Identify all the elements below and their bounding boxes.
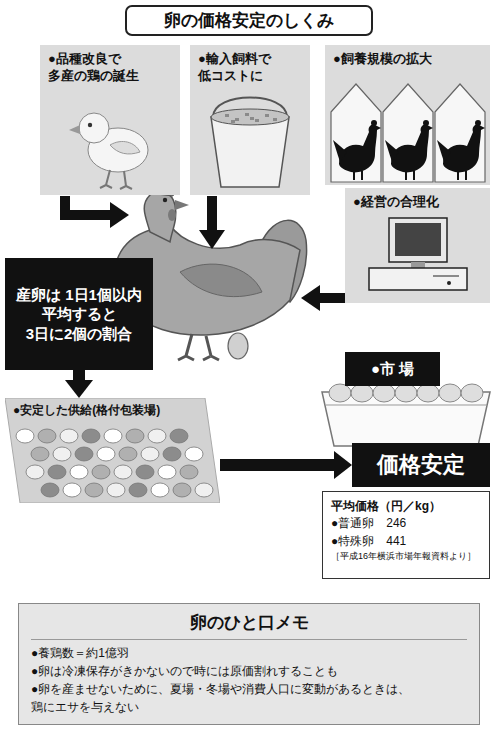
egg-carton <box>322 384 490 446</box>
feature-panel: ●品種改良で 多産の鶏の誕生 <box>40 45 180 195</box>
node-text: ［平成16年横浜市場年報資料より］ <box>331 550 481 563</box>
feature-panel: ●飼養規模の拡大 <box>325 45 490 185</box>
node-text: ●品種改良で 多産の鶏の誕生 <box>48 51 172 85</box>
arrow-head <box>65 380 93 398</box>
feature-panel: ●経営の合理化 <box>345 188 490 303</box>
node-text: ●卵は冷凍保存がきかないので時には原価割れすることも <box>31 662 467 680</box>
node-text: ●卵を産ませないために、夏場・冬場や消費人口に変動があるときは、 鶏にエサを与え… <box>31 680 467 716</box>
market-tab: ●市 場 <box>345 352 440 386</box>
arrow-shaft <box>220 459 336 471</box>
node-text: ●養鶏数＝約1億羽 <box>31 644 467 662</box>
node-text: ●安定した供給(格付包装場) <box>13 403 202 419</box>
diagram-title: 卵の価格安定のしくみ <box>125 5 373 36</box>
text-block: ●飼養規模の拡大 <box>333 51 482 68</box>
price-stable-box: 価格安定 <box>352 443 490 487</box>
arrow-head <box>334 451 352 479</box>
node-text: ●輸入飼料で 低コストに <box>198 51 302 85</box>
node-text: 価格安定 <box>358 451 484 480</box>
text-block: 卵のひと口メモ ●養鶏数＝約1億羽●卵は冷凍保存がきかないので時には原価割れするこ… <box>31 610 467 716</box>
supply-panel: ●安定した供給(格付包装場) <box>5 398 220 503</box>
feature-panel: ●輸入飼料で 低コストに <box>190 45 310 195</box>
price-box: 平均価格（円／kg）●普通卵 246●特殊卵 441［平成16年横浜市場年報資料… <box>322 491 490 579</box>
node-text: ●飼養規模の拡大 <box>333 51 482 68</box>
node-text: ●特殊卵 441 <box>331 533 481 550</box>
node-text: 平均価格（円／kg） <box>331 498 481 515</box>
illustration <box>205 95 295 194</box>
flow-arrow <box>220 451 352 479</box>
node-text: 産卵は 1日1個以内 平均すると 3日に2個の割合 <box>11 285 147 344</box>
text-block: ●品種改良で 多産の鶏の誕生 <box>48 51 172 85</box>
text-block: ●市 場 <box>351 359 434 379</box>
node-text: 卵のひと口メモ <box>31 610 467 640</box>
illustration <box>60 100 160 194</box>
flow-arrow <box>65 370 93 398</box>
illustration <box>329 72 486 188</box>
text-block: 産卵は 1日1個以内 平均すると 3日に2個の割合 <box>11 285 147 344</box>
text-block: ●輸入飼料で 低コストに <box>198 51 302 85</box>
text-block: 価格安定 <box>358 451 484 480</box>
laying-box: 産卵は 1日1個以内 平均すると 3日に2個の割合 <box>5 258 153 370</box>
text-block: ●経営の合理化 <box>353 194 482 211</box>
memo-box: 卵のひと口メモ ●養鶏数＝約1億羽●卵は冷凍保存がきかないので時には原価割れするこ… <box>18 603 480 725</box>
node-text: ●経営の合理化 <box>353 194 482 211</box>
text-block: 平均価格（円／kg）●普通卵 246●特殊卵 441［平成16年横浜市場年報資料… <box>331 498 481 563</box>
node-text: ●普通卵 246 <box>331 515 481 532</box>
illustration <box>363 216 473 302</box>
node-text: ●市 場 <box>351 359 434 379</box>
text-block: ●安定した供給(格付包装場) <box>13 403 202 419</box>
